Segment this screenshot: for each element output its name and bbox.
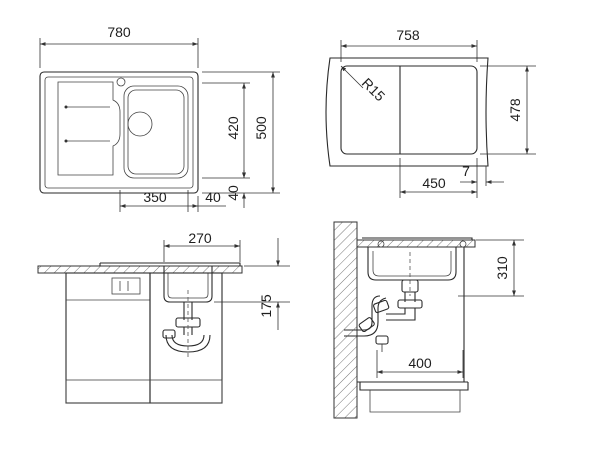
dim-label-front-depth: 270 [188, 230, 212, 246]
drainer-board [57, 81, 121, 176]
dim-label-front-height: 175 [258, 294, 274, 318]
dim-label-radius: R15 [359, 75, 389, 105]
dim-side-width: 400 [376, 350, 464, 378]
dim-label-inner-height: 420 [225, 116, 241, 140]
dim-top-heights: 420 500 40 [202, 71, 280, 208]
side-bowl [367, 247, 457, 281]
dim-top-width: 780 [39, 24, 199, 68]
dim-label-outer-height: 500 [253, 116, 269, 140]
front-view [37, 262, 243, 404]
wall-section [333, 221, 358, 419]
dim-label-cutout-partial: 450 [422, 175, 446, 191]
side-view [333, 221, 476, 419]
dim-cutout-partial: 450 7 [399, 158, 504, 198]
cutout-outline [340, 65, 478, 155]
sink-outline [39, 71, 199, 194]
top-view-sink [39, 71, 199, 194]
dim-label-side-height: 310 [494, 256, 510, 280]
drain-hole [127, 111, 153, 137]
cabinet-right [149, 272, 223, 404]
countertop-outline [325, 57, 489, 167]
countertop-section [37, 265, 243, 274]
dim-label-bottom-margin: 40 [225, 185, 241, 201]
dim-label-drain-offset: 40 [205, 189, 221, 205]
dim-front-depth: 270 [163, 230, 241, 262]
tap-hole [116, 77, 126, 87]
dim-label-top-width: 780 [107, 24, 131, 40]
dim-cutout-height: 478 [480, 65, 536, 155]
dim-label-bowl-width: 350 [143, 189, 167, 205]
dim-label-side-width: 400 [408, 355, 432, 371]
dim-side-height: 310 [458, 239, 524, 297]
cutout-view: R15 [325, 57, 489, 167]
front-bowl [163, 266, 213, 303]
dim-label-cutout-height: 478 [507, 98, 523, 122]
dim-front-height: 175 [214, 238, 290, 330]
side-drain [401, 279, 419, 293]
cabinet-left [65, 272, 151, 404]
dim-label-cutout-gap: 7 [462, 163, 470, 179]
dim-label-cutout-width: 758 [396, 27, 420, 43]
bowl-outline [123, 85, 189, 179]
drain-pipe [183, 302, 193, 320]
dim-cutout-width: 758 [340, 27, 478, 62]
dim-bowl-width: 350 40 [119, 189, 226, 212]
